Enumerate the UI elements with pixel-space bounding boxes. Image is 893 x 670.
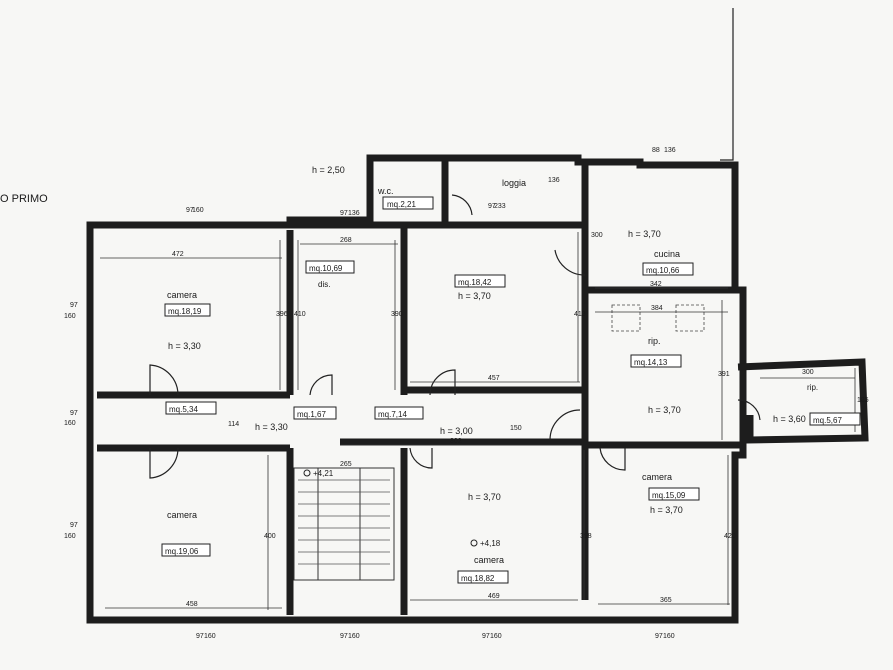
svg-text:97: 97 bbox=[70, 410, 78, 417]
loggia-height: h = 2,50 bbox=[312, 165, 345, 175]
svg-text:97: 97 bbox=[340, 633, 348, 640]
camera-bl-area: mq.19,06 bbox=[165, 547, 199, 556]
svg-text:342: 342 bbox=[650, 281, 662, 288]
svg-text:390: 390 bbox=[391, 311, 403, 318]
interior-walls bbox=[97, 160, 740, 615]
svg-text:268: 268 bbox=[340, 237, 352, 244]
kitchen-fixtures bbox=[611, 304, 705, 332]
svg-text:160: 160 bbox=[348, 633, 360, 640]
svg-text:114: 114 bbox=[228, 421, 239, 428]
svg-text:802: 802 bbox=[450, 438, 462, 445]
dimension-texts: 472 268 342 384 457 802 458 469 365 300 … bbox=[64, 147, 869, 640]
wc-name: w.c. bbox=[377, 186, 394, 196]
svg-text:457: 457 bbox=[488, 375, 500, 382]
svg-text:300: 300 bbox=[802, 369, 814, 376]
sheet-title: O PRIMO bbox=[0, 193, 48, 205]
kitchen-height: h = 3,70 bbox=[628, 229, 661, 239]
rip-area: mq.14,13 bbox=[634, 358, 668, 367]
svg-text:160: 160 bbox=[64, 420, 76, 427]
camera-bl-name: camera bbox=[167, 510, 197, 520]
svg-text:136: 136 bbox=[548, 177, 560, 184]
svg-text:300: 300 bbox=[591, 232, 603, 239]
camera-br-name: camera bbox=[642, 472, 672, 482]
rip-height: h = 3,70 bbox=[648, 405, 681, 415]
svg-text:160: 160 bbox=[192, 207, 204, 214]
svg-text:420: 420 bbox=[724, 533, 736, 540]
svg-text:160: 160 bbox=[204, 633, 216, 640]
svg-text:136: 136 bbox=[664, 147, 676, 154]
staircase bbox=[293, 467, 395, 581]
camera-br-height: h = 3,70 bbox=[650, 505, 683, 515]
kitchen-name: cucina bbox=[654, 249, 680, 259]
annex-name: rip. bbox=[807, 383, 818, 392]
svg-text:97: 97 bbox=[70, 522, 78, 529]
center-top-height: h = 3,70 bbox=[458, 291, 491, 301]
site-boundary-line bbox=[720, 8, 734, 161]
loggia-name: loggia bbox=[502, 178, 526, 188]
svg-text:160: 160 bbox=[663, 633, 675, 640]
camera-bc-height: h = 3,70 bbox=[468, 492, 501, 502]
svg-text:391: 391 bbox=[718, 371, 730, 378]
svg-text:160: 160 bbox=[64, 533, 76, 540]
dis-area: mq.10,69 bbox=[309, 264, 343, 273]
svg-text:398: 398 bbox=[580, 533, 592, 540]
svg-text:160: 160 bbox=[490, 633, 502, 640]
svg-text:97: 97 bbox=[70, 302, 78, 309]
svg-text:97: 97 bbox=[482, 633, 490, 640]
door-swings bbox=[149, 194, 761, 479]
stair-level: +4,21 bbox=[313, 469, 334, 478]
annex-height: h = 3,60 bbox=[773, 414, 806, 424]
wc-area: mq.2,21 bbox=[387, 200, 416, 209]
corridor-height-2: h = 3,00 bbox=[440, 426, 473, 436]
rip-name: rip. bbox=[648, 336, 661, 346]
svg-text:233: 233 bbox=[494, 203, 506, 210]
corridor-a-area: mq.5,34 bbox=[169, 405, 198, 414]
svg-text:97: 97 bbox=[655, 633, 663, 640]
dis-name: dis. bbox=[318, 280, 330, 289]
camera-tl-name: camera bbox=[167, 290, 197, 300]
corridor-b-area: mq.1,67 bbox=[297, 410, 326, 419]
level-marker-bottom bbox=[470, 539, 478, 547]
svg-text:160: 160 bbox=[64, 313, 76, 320]
svg-text:413: 413 bbox=[574, 311, 586, 318]
svg-text:265: 265 bbox=[340, 461, 352, 468]
room-labels: h = 2,50 w.c. mq.2,21 loggia h = 3,70 cu… bbox=[165, 165, 842, 583]
camera-br-area: mq.15,09 bbox=[652, 491, 686, 500]
exterior-walls bbox=[86, 154, 747, 624]
svg-text:185: 185 bbox=[857, 397, 869, 404]
svg-text:410: 410 bbox=[294, 311, 306, 318]
svg-text:150: 150 bbox=[510, 425, 522, 432]
svg-text:472: 472 bbox=[172, 251, 184, 258]
camera-bc-level: +4,18 bbox=[480, 539, 501, 548]
svg-text:88: 88 bbox=[652, 147, 660, 154]
svg-text:136: 136 bbox=[348, 210, 360, 217]
svg-text:469: 469 bbox=[488, 593, 500, 600]
camera-tl-area: mq.18,19 bbox=[168, 307, 202, 316]
camera-tl-height: h = 3,30 bbox=[168, 341, 201, 351]
camera-bc-name: camera bbox=[474, 555, 504, 565]
svg-text:97: 97 bbox=[196, 633, 204, 640]
svg-text:365: 365 bbox=[660, 597, 672, 604]
svg-text:97: 97 bbox=[186, 207, 194, 214]
area-label-boxes bbox=[161, 196, 861, 584]
level-marker-stair bbox=[303, 469, 311, 477]
corridor-height-1: h = 3,30 bbox=[255, 422, 288, 432]
svg-text:458: 458 bbox=[186, 601, 198, 608]
corridor-c-area: mq.7,14 bbox=[378, 410, 407, 419]
kitchen-area: mq.10,66 bbox=[646, 266, 680, 275]
svg-text:400: 400 bbox=[264, 533, 276, 540]
annex-area: mq.5,67 bbox=[813, 416, 842, 425]
camera-bc-area: mq.18,82 bbox=[461, 574, 495, 583]
svg-text:384: 384 bbox=[651, 305, 663, 312]
center-top-area: mq.18,42 bbox=[458, 278, 492, 287]
svg-text:97: 97 bbox=[340, 210, 348, 217]
svg-text:396: 396 bbox=[276, 311, 288, 318]
dimension-lines bbox=[100, 232, 856, 610]
svg-text:97: 97 bbox=[488, 203, 496, 210]
annex-walls bbox=[737, 358, 869, 444]
